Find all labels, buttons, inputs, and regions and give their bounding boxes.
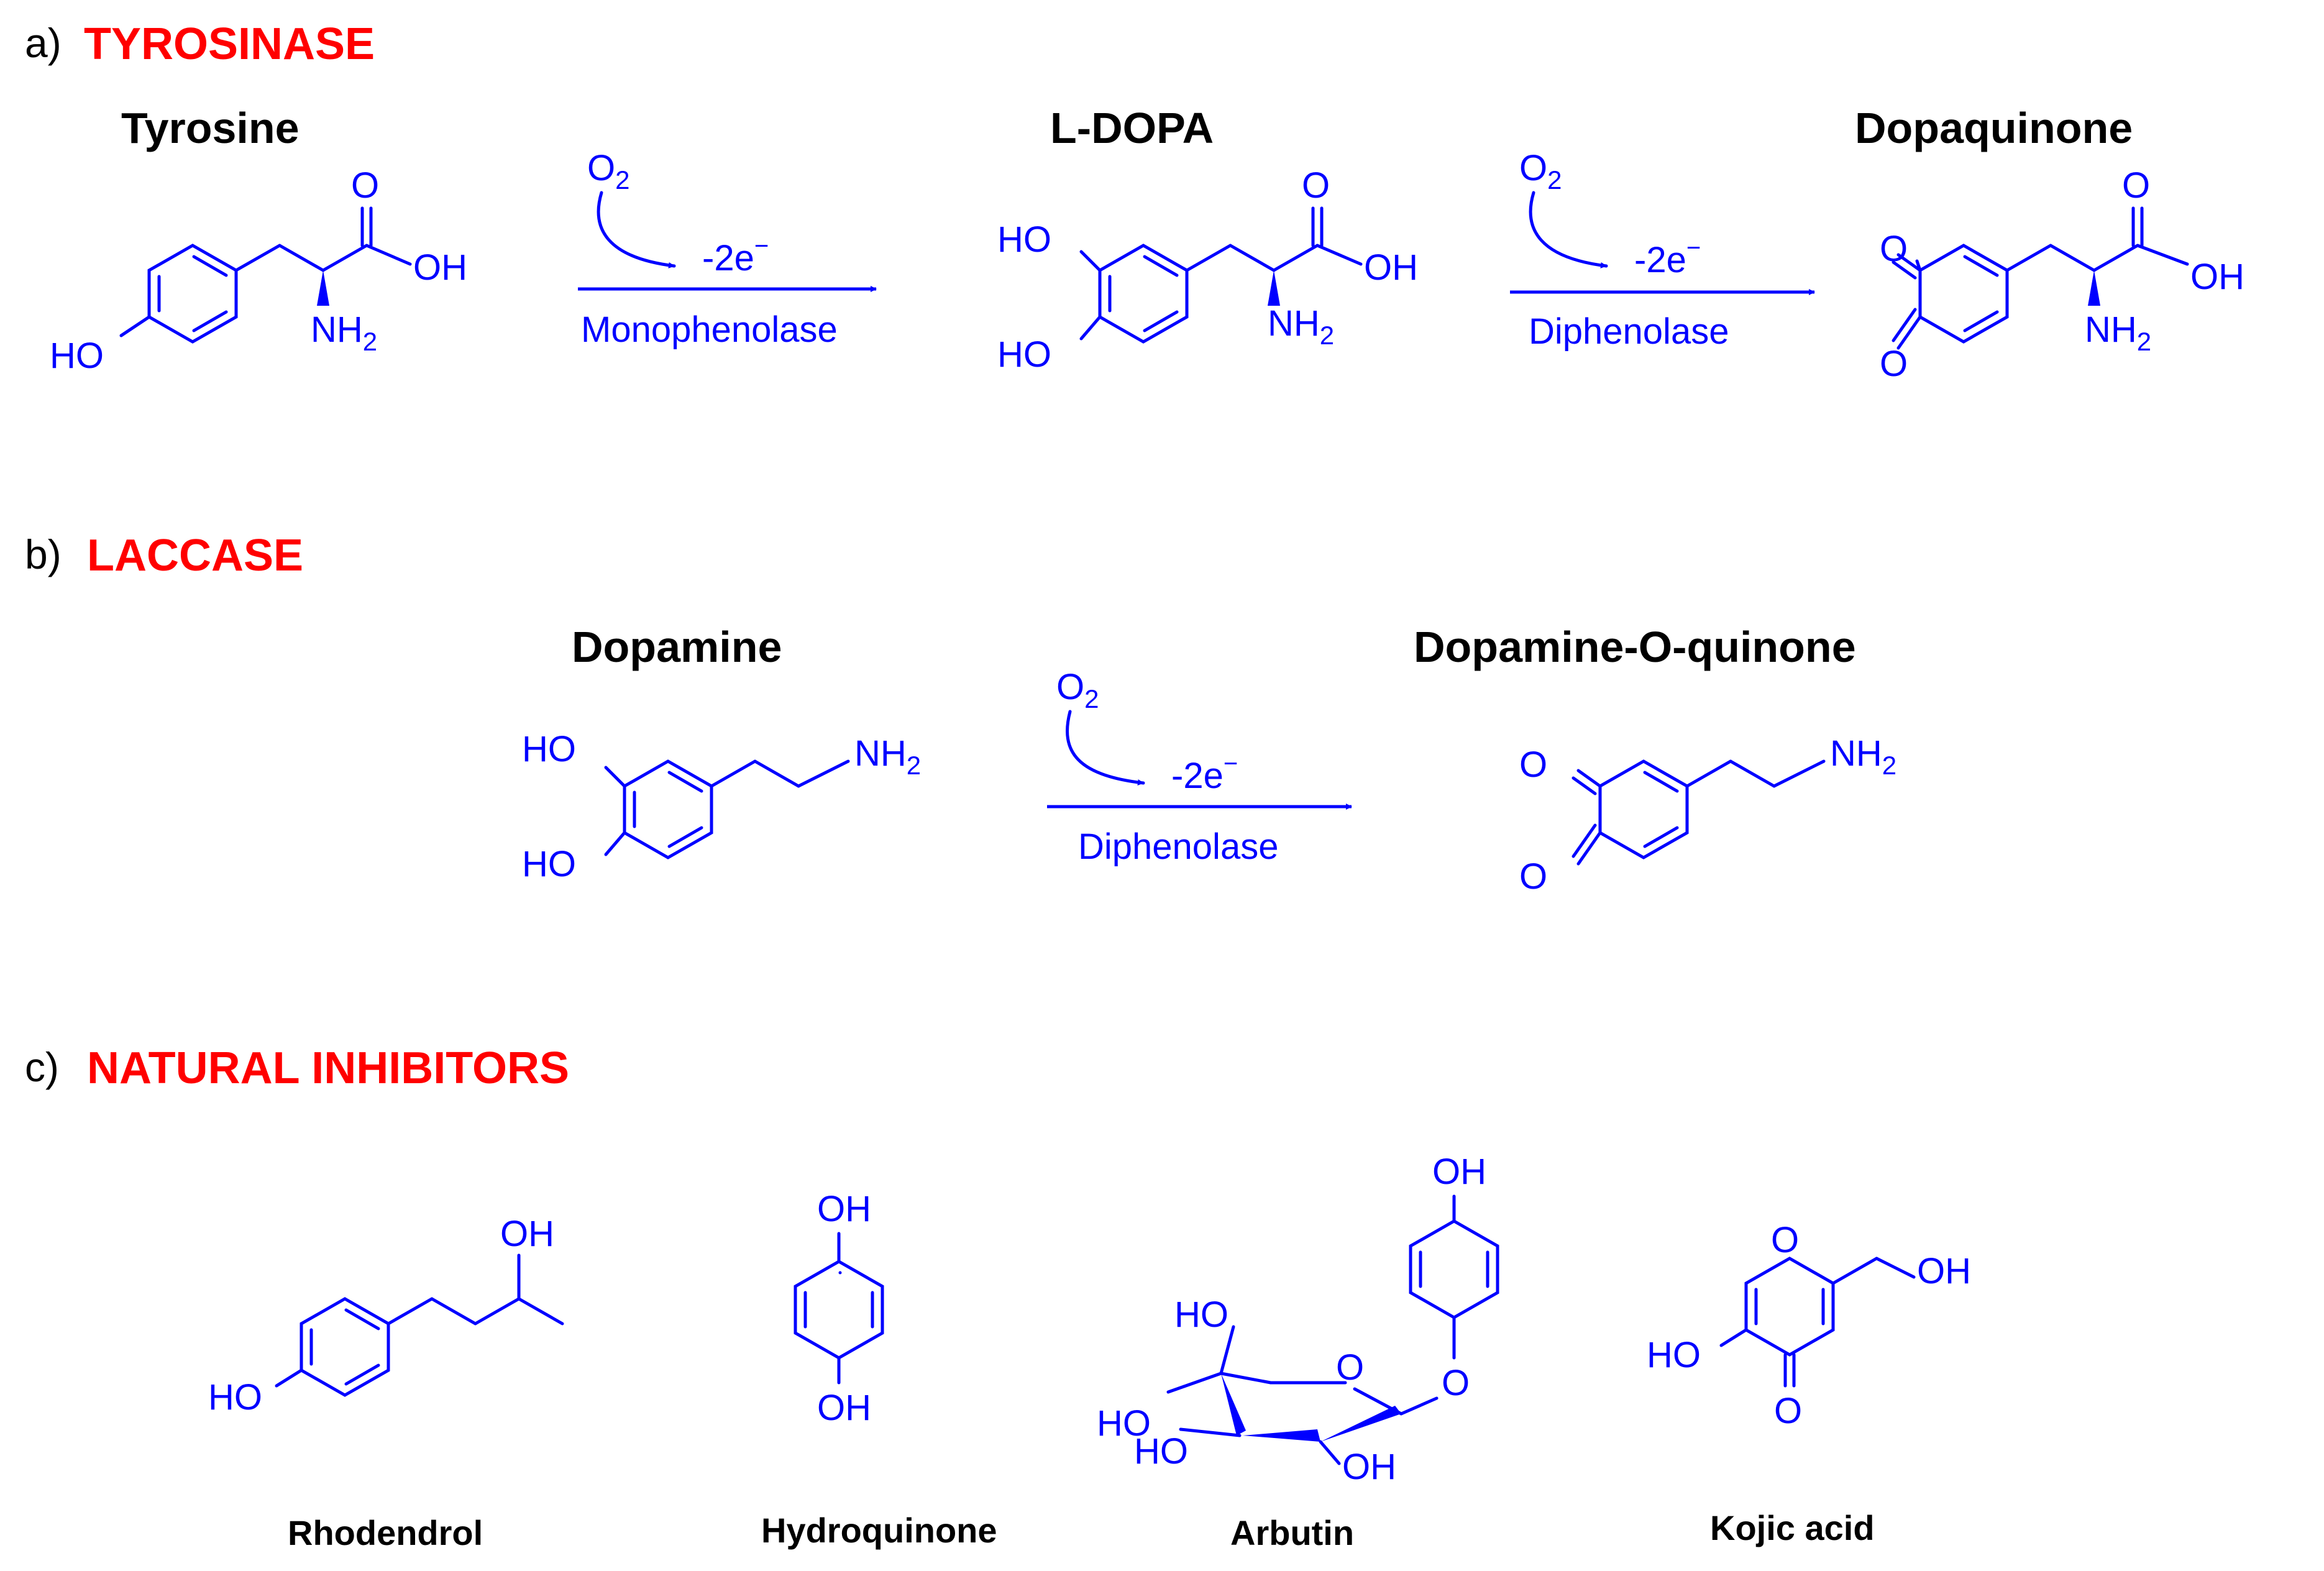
arbutin-name: Arbutin xyxy=(1230,1513,1354,1552)
arrowb-o2: O2 xyxy=(1056,667,1099,713)
dopaquinone-o-top: O xyxy=(1880,229,1908,269)
arrow2-enzyme: Diphenolase xyxy=(1529,311,1729,352)
kojic-name: Kojic acid xyxy=(1710,1508,1875,1547)
section-c-letter: c) xyxy=(25,1044,59,1090)
ldopa-name: L-DOPA xyxy=(1050,104,1214,152)
hydroquinone-structure: OH OH Hydroquinone xyxy=(761,1189,997,1550)
dopamine-structure: Dopamine HO HO NH2 xyxy=(522,623,921,884)
arrowb-enzyme: Diphenolase xyxy=(1078,827,1278,867)
tyrosine-ho: HO xyxy=(50,336,104,376)
ldopa-oh: OH xyxy=(1364,247,1418,288)
arrow2-electrons: -2e− xyxy=(1634,234,1701,280)
section-b-title: LACCASE xyxy=(87,531,303,580)
rhodendrol-ho: HO xyxy=(208,1377,262,1418)
kojic-o-ring: O xyxy=(1771,1220,1799,1260)
dopamine-o-quinone-structure: Dopamine-O-quinone O O NH2 xyxy=(1414,623,1896,897)
dopaquinone-o-bottom: O xyxy=(1880,344,1908,384)
kojic-oh: OH xyxy=(1917,1251,1971,1291)
quinone-o-top: O xyxy=(1519,744,1547,785)
dopamine-ho-top: HO xyxy=(522,729,576,769)
arbutin-oh-top: OH xyxy=(1432,1152,1486,1192)
rhodendrol-name: Rhodendrol xyxy=(288,1513,483,1552)
quinone-name: Dopamine-O-quinone xyxy=(1414,623,1856,671)
dopamine-ho-bottom: HO xyxy=(522,844,576,884)
arbutin-o-ring: O xyxy=(1336,1347,1364,1388)
dopaquinone-oh: OH xyxy=(2190,257,2244,297)
quinone-nh: NH2 xyxy=(1830,733,1896,780)
arbutin-oh-bottom: OH xyxy=(1342,1447,1396,1487)
ldopa-ho-bottom: HO xyxy=(997,334,1051,375)
tyrosine-structure: Tyrosine HO O OH NH2 xyxy=(50,104,467,376)
section-b-letter: b) xyxy=(25,531,62,577)
tyrosine-nh: NH2 xyxy=(311,309,377,356)
dopaquinone-nh: NH2 xyxy=(2085,309,2151,356)
arrow1-electrons: -2e− xyxy=(702,232,769,278)
hydroquinone-oh-bottom: OH xyxy=(817,1388,871,1428)
reaction-arrow-diphenolase-b: O2 -2e− Diphenolase xyxy=(1047,667,1352,867)
ldopa-nh: NH2 xyxy=(1268,303,1334,350)
section-a-letter: a) xyxy=(25,20,62,66)
ldopa-o: O xyxy=(1302,165,1330,206)
kojic-ho: HO xyxy=(1647,1335,1701,1375)
arbutin-ho-ch2: HO xyxy=(1174,1294,1228,1335)
dopamine-name: Dopamine xyxy=(572,623,782,671)
section-a-title: TYROSINASE xyxy=(84,19,375,69)
arbutin-o-link: O xyxy=(1442,1363,1470,1403)
kojic-acid-structure: O HO O OH Kojic acid xyxy=(1647,1220,1971,1547)
tyrosine-oh: OH xyxy=(413,247,467,288)
arbutin-ho-bottom: HO xyxy=(1134,1431,1188,1472)
arbutin-ho-left: HO xyxy=(1097,1403,1151,1444)
rhodendrol-oh: OH xyxy=(500,1214,554,1254)
section-c-title: NATURAL INHIBITORS xyxy=(87,1043,569,1093)
arrowb-electrons: -2e− xyxy=(1171,750,1238,796)
tyrosine-name: Tyrosine xyxy=(121,104,300,152)
kojic-o-keto: O xyxy=(1774,1391,1802,1431)
arrow2-o2: O2 xyxy=(1519,148,1562,195)
arbutin-structure: OH O O HO HO HO OH Arbutin xyxy=(1097,1152,1499,1552)
dopamine-nh: NH2 xyxy=(854,733,921,780)
hydroquinone-name: Hydroquinone xyxy=(761,1511,997,1550)
rhodendrol-structure: HO OH Rhodendrol xyxy=(208,1214,564,1552)
hydroquinone-oh-top: OH xyxy=(817,1189,871,1229)
dopaquinone-o-acid: O xyxy=(2122,165,2150,206)
reaction-arrow-monophenolase: O2 -2e− Monophenolase xyxy=(578,148,877,350)
dopaquinone-name: Dopaquinone xyxy=(1855,104,2133,152)
arrow1-enzyme: Monophenolase xyxy=(581,309,838,350)
ldopa-ho-top: HO xyxy=(997,219,1051,260)
quinone-o-bottom: O xyxy=(1519,856,1547,897)
reaction-arrow-diphenolase-a: O2 -2e− Diphenolase xyxy=(1510,148,1815,352)
tyrosine-o: O xyxy=(351,165,379,206)
dopaquinone-structure: Dopaquinone O O O OH NH2 xyxy=(1855,104,2244,384)
arrow1-o2: O2 xyxy=(587,148,629,195)
ldopa-structure: L-DOPA HO HO O OH NH2 xyxy=(997,104,1418,375)
